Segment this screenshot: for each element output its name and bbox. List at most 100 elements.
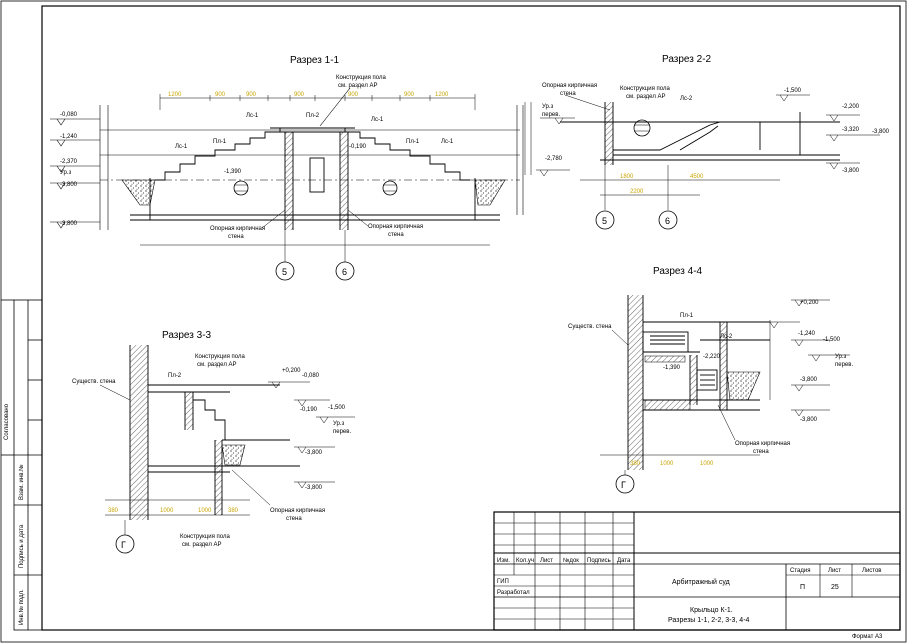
s11-level-up: Ур.з [60, 170, 72, 176]
tb-h-izm: Изм. [497, 558, 510, 564]
svg-text:1000: 1000 [660, 461, 674, 467]
tb-h-sign: Подпись [587, 558, 611, 564]
s33-per: перев. [333, 429, 351, 435]
s11-level-3800: -3,800 [60, 182, 78, 188]
s11-wall-left-1: Опорная кирпичная [210, 226, 265, 232]
s44-per: перев. [835, 362, 853, 368]
s33-level-3800a: -3,800 [305, 450, 323, 456]
tb-h-list: Лист [540, 558, 553, 564]
s11-axis-5: 5 [282, 267, 287, 277]
section-3-3: Разрез 3-3 Конструкция пола см. раздел А… [72, 330, 355, 554]
stamp-replace-inv: Взам. инв.№ [18, 464, 25, 500]
tb-h-date: Дата [617, 558, 631, 564]
svg-text:900: 900 [215, 92, 226, 98]
s33-up: Ур.з [333, 421, 345, 427]
side-stamp [1, 299, 43, 631]
s22-axis-5: 5 [602, 216, 607, 226]
s33-constr2-2: см. раздел АР [182, 542, 222, 548]
s33-constr2-1: Конструкция пола [180, 534, 230, 540]
tb-row-gip: ГИП [497, 579, 509, 585]
s11-constr-2: см. раздел АР [338, 83, 378, 89]
svg-text:4500: 4500 [690, 174, 704, 180]
s22-axis-6: 6 [665, 216, 670, 226]
svg-text:380: 380 [630, 461, 641, 467]
s44-wall-2: стена [753, 449, 769, 455]
section-2-2-title: Разрез 2-2 [662, 54, 712, 65]
section-1-1-title: Разрез 1-1 [290, 55, 340, 66]
tb-sheet-title-2: Разрезы 1-1, 2-2, 3-3, 4-4 [668, 617, 750, 624]
svg-text:900: 900 [246, 92, 257, 98]
tb-sheet: 25 [831, 584, 839, 591]
svg-text:380: 380 [108, 508, 119, 514]
svg-text:1800: 1800 [620, 174, 634, 180]
s11-pl2: Пл-2 [306, 113, 320, 119]
tb-object: Арбитражный суд [672, 578, 730, 586]
s22-lc2: Лс-2 [680, 96, 693, 102]
s11-level-2370: -2,370 [60, 159, 78, 165]
svg-text:1000: 1000 [700, 461, 714, 467]
tb-row-dev: Разработал [497, 590, 530, 596]
s11-lc1-right: Лс-1 [371, 117, 384, 123]
section-2-2: Разрез 2-2 Опорная кирпичная стена Конст… [524, 54, 890, 230]
s44-axis: Г [621, 480, 626, 490]
s22-level-3320: -3,320 [842, 127, 860, 133]
stamp-inv-orig: Инв.№ подл. [18, 589, 25, 625]
s33-constr1-1: Конструкция пола [195, 354, 245, 360]
s44-level-1500: -1,500 [823, 337, 841, 343]
s44-level-3800a: -3,800 [800, 377, 818, 383]
s44-exist: Существ. стена [568, 324, 612, 330]
tb-stage-h: Стадия [790, 568, 810, 574]
s33-level-1500: -1,500 [328, 405, 346, 411]
svg-text:1200: 1200 [168, 92, 182, 98]
s22-per: перев. [542, 112, 560, 118]
s22-level-3800b: -3,800 [842, 168, 860, 174]
s44-level-3800b: -3,800 [800, 417, 818, 423]
tb-sheet-h: Лист [828, 568, 841, 574]
s44-level-2220: -2,220 [703, 354, 721, 360]
svg-text:1000: 1000 [160, 508, 174, 514]
s22-level-2780: -2,780 [545, 156, 563, 162]
s22-level-2200: -2,200 [842, 104, 860, 110]
s44-level-1240: -1,240 [798, 331, 816, 337]
tb-stage: П [800, 584, 805, 591]
s11-level-3800b: -3,800 [60, 221, 78, 227]
s22-level-1500: -1,500 [784, 88, 802, 94]
s33-pl2: Пл-2 [168, 373, 182, 379]
svg-text:380: 380 [228, 508, 239, 514]
format-label: Формат А3 [852, 634, 883, 640]
svg-text:2200: 2200 [630, 189, 644, 195]
s11-level-1390: -1,390 [224, 169, 242, 175]
inner-frame [41, 5, 901, 631]
section-1-1: Разрез 1-1 Конструкция пола см. раздел А… [50, 55, 524, 281]
svg-text:1000: 1000 [198, 508, 212, 514]
s11-constr-1: Конструкция пола [336, 75, 386, 81]
section-3-3-title: Разрез 3-3 [162, 330, 212, 341]
section-4-4-title: Разрез 4-4 [653, 266, 703, 277]
s11-lc1-far: Лс-1 [441, 139, 454, 145]
s33-level-0200: +0,200 [282, 368, 301, 374]
s11-pl1-right: Пл-1 [406, 139, 420, 145]
s44-level-1390: -1,390 [663, 365, 681, 371]
section-4-4: Разрез 4-4 Существ. стена [568, 266, 853, 494]
s33-level-0190: -0,190 [300, 407, 318, 413]
s11-wall-right-2: стена [388, 232, 404, 238]
s33-level-3800b: -3,800 [305, 485, 323, 491]
s11-lc1-left: Лс-1 [175, 144, 188, 150]
stamp-sign-date: Подпись и дата [19, 524, 25, 568]
s33-exist: Существ. стена [72, 379, 116, 385]
s11-pl1-left: Пл-1 [213, 139, 227, 145]
tb-sheet-title-1: Крыльцо К-1. [690, 607, 733, 614]
s22-wall-2: стена [560, 91, 576, 97]
svg-text:1200: 1200 [435, 92, 449, 98]
s11-level-0190: -0,190 [349, 144, 367, 150]
s44-pl1: Пл-1 [680, 313, 694, 319]
s11-axis-6: 6 [342, 267, 347, 277]
s11-wall-left-2: стена [228, 234, 244, 240]
svg-text:900: 900 [348, 92, 359, 98]
svg-text:900: 900 [294, 92, 305, 98]
s22-constr-1: Конструкция пола [620, 86, 670, 92]
s44-up: Ур.з [835, 354, 847, 360]
s22-wall-1: Опорная кирпичная [542, 83, 597, 89]
